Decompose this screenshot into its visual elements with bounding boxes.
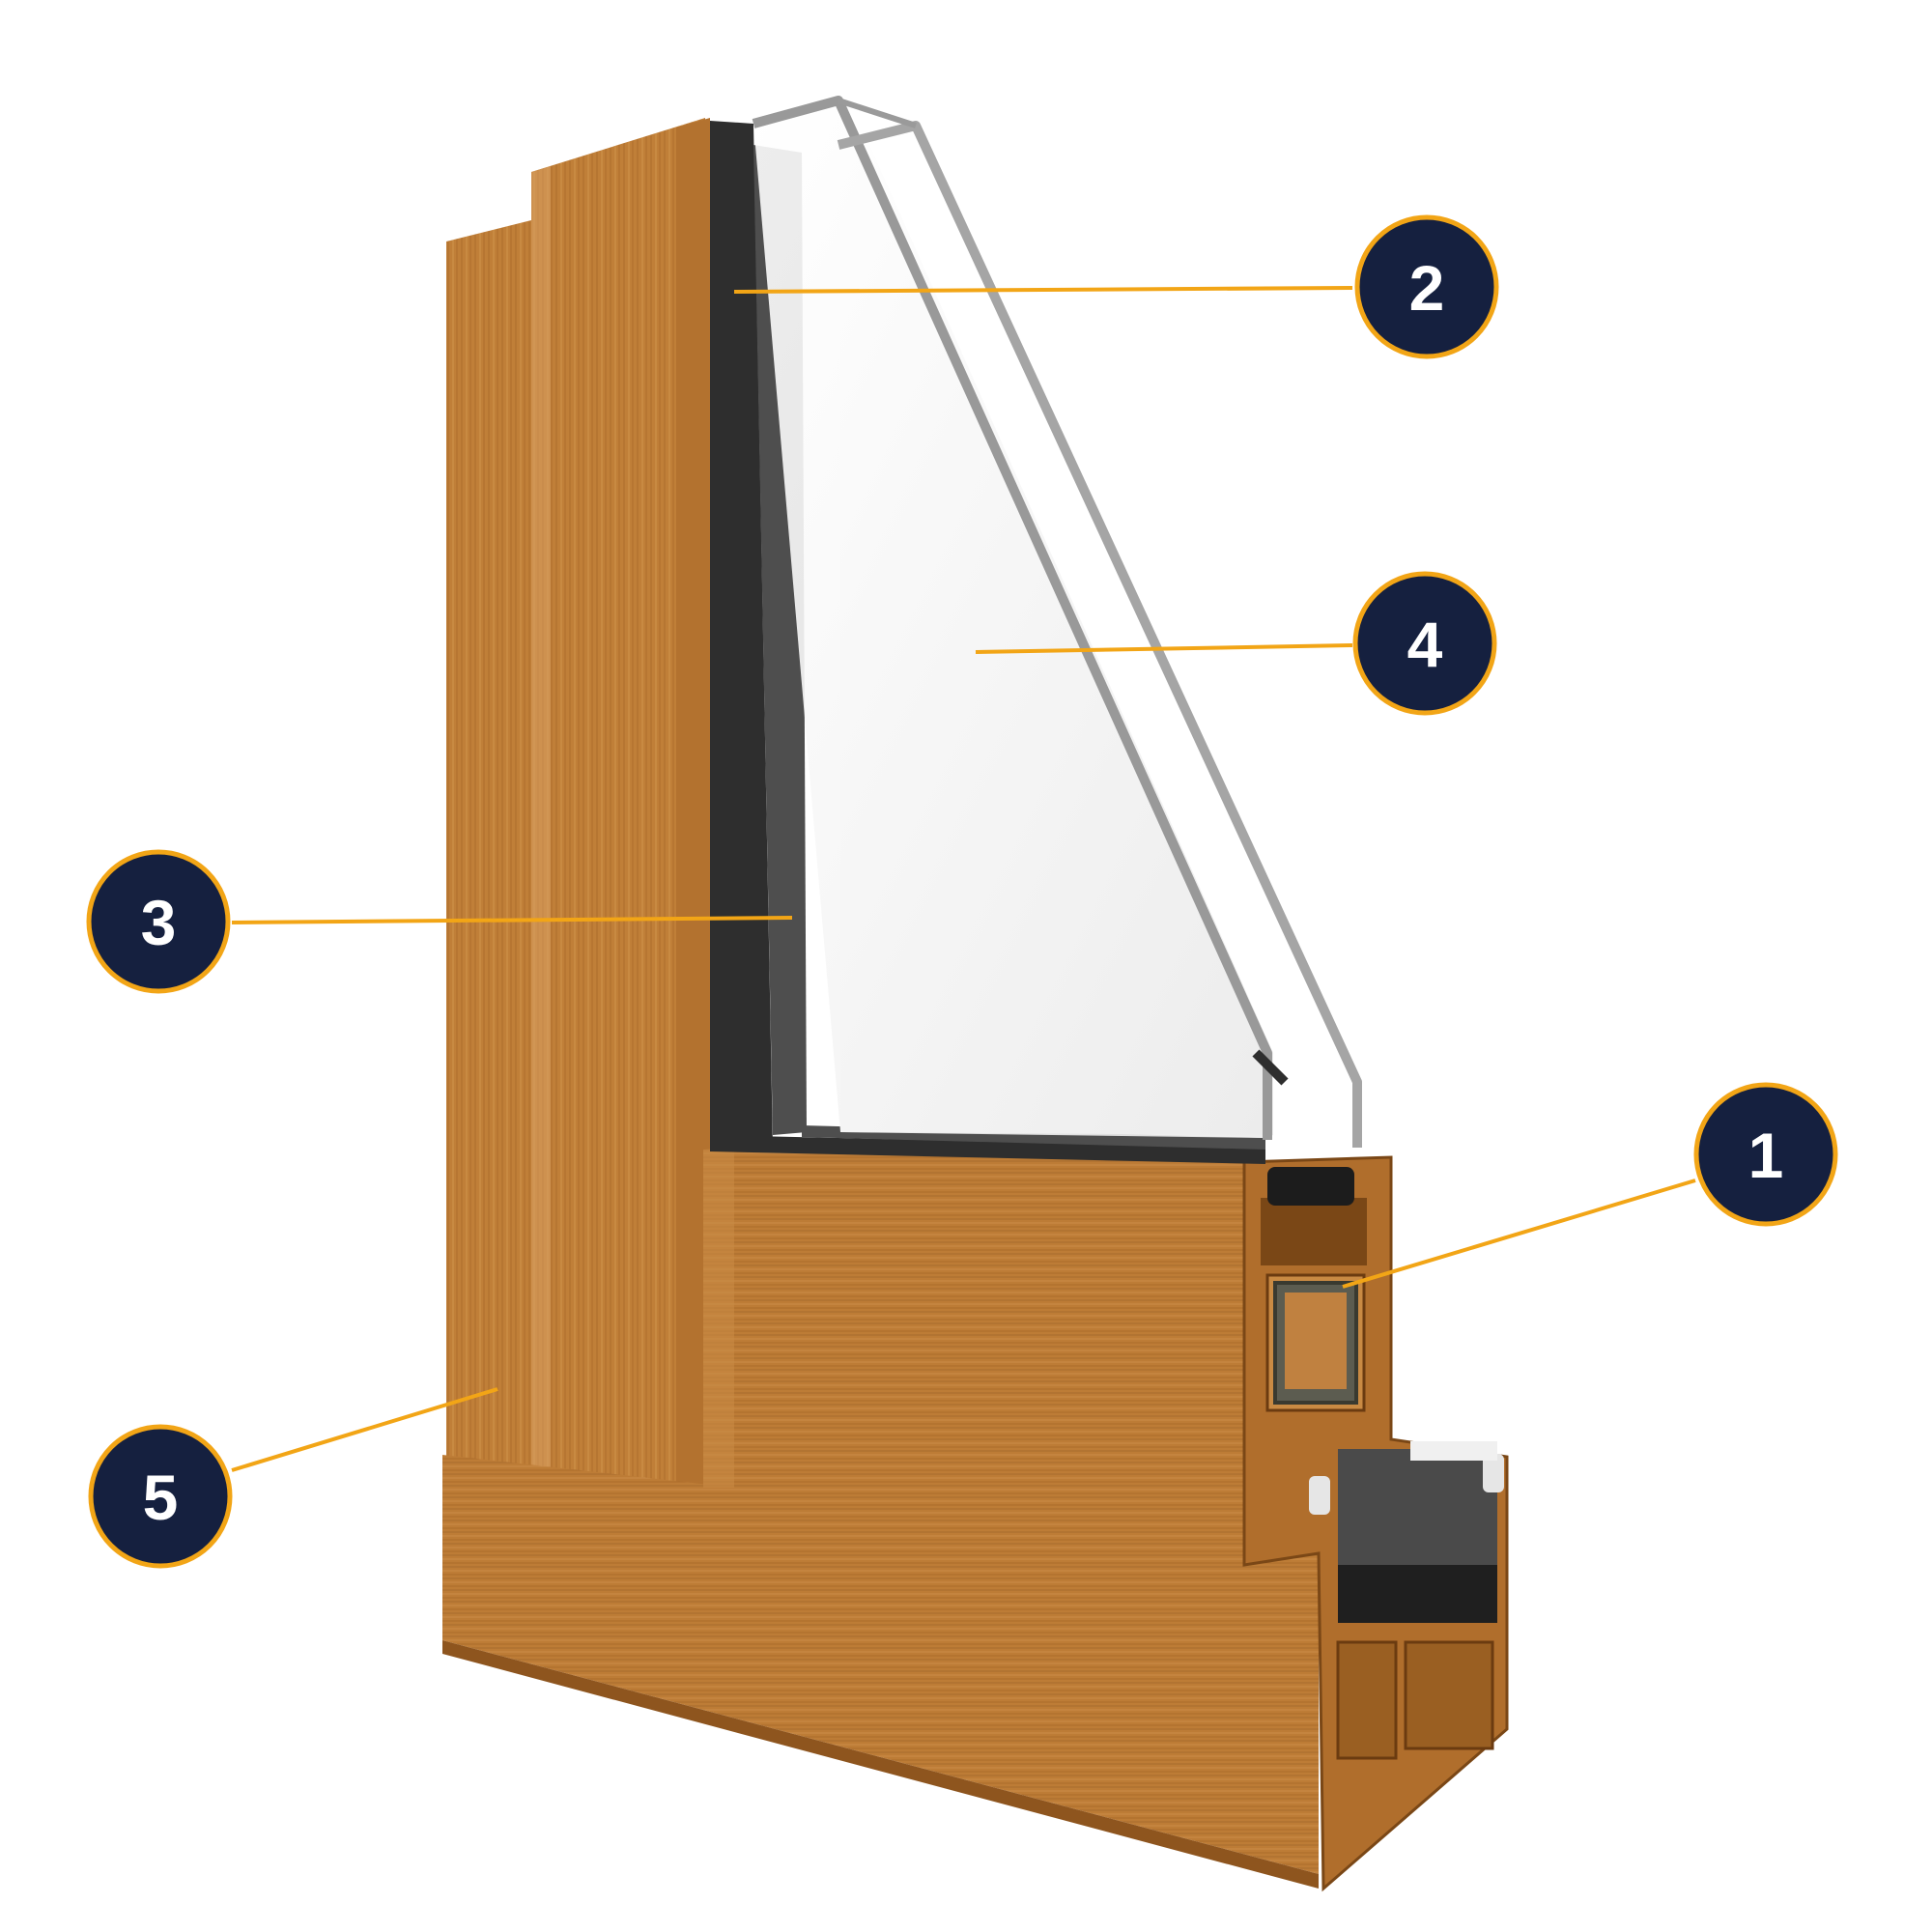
leader-lines <box>231 286 1696 1472</box>
profile-cross-section <box>1242 1155 1509 1892</box>
leader-line-1 <box>1342 1179 1696 1289</box>
sash-bottom <box>703 1150 1244 1565</box>
spacer-bar-vertical <box>710 121 773 1150</box>
callout-5: 5 <box>88 1424 233 1569</box>
outer-frame-vertical <box>446 220 531 1468</box>
sash-vertical-inner <box>676 118 710 1492</box>
leader-line-4 <box>975 643 1353 654</box>
sash-vertical <box>531 118 710 1492</box>
leader-line-3 <box>231 916 793 924</box>
callout-3: 3 <box>86 849 231 994</box>
outer-frame-bottom <box>442 1455 1319 1874</box>
callout-1: 1 <box>1693 1082 1838 1227</box>
leader-line-5 <box>231 1387 498 1472</box>
callout-2: 2 <box>1354 214 1499 359</box>
callout-1-label: 1 <box>1748 1120 1784 1191</box>
callout-3-label: 3 <box>141 887 177 958</box>
callout-5-label: 5 <box>143 1462 179 1533</box>
leader-line-2 <box>733 286 1353 294</box>
glass-pane-front <box>753 100 1273 1138</box>
glass-edge-back <box>837 121 1362 1148</box>
callout-4: 4 <box>1352 571 1497 716</box>
callout-2-label: 2 <box>1409 252 1445 324</box>
spacer-bar-bottom <box>710 1135 1265 1164</box>
window-frame <box>442 96 1509 1892</box>
callout-4-label: 4 <box>1407 609 1443 680</box>
glass-edge-front <box>752 96 1272 1140</box>
